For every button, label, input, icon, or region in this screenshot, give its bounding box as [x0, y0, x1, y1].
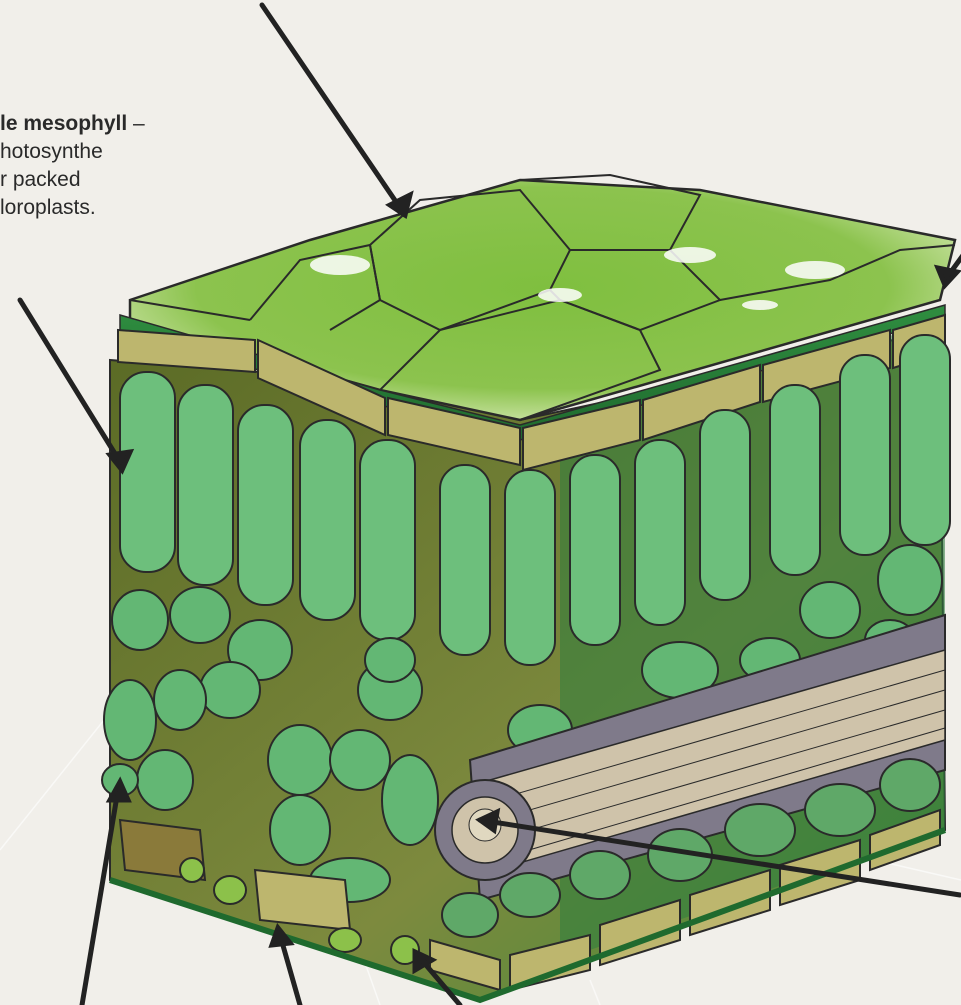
leaf-cross-section-diagram — [0, 0, 961, 1005]
